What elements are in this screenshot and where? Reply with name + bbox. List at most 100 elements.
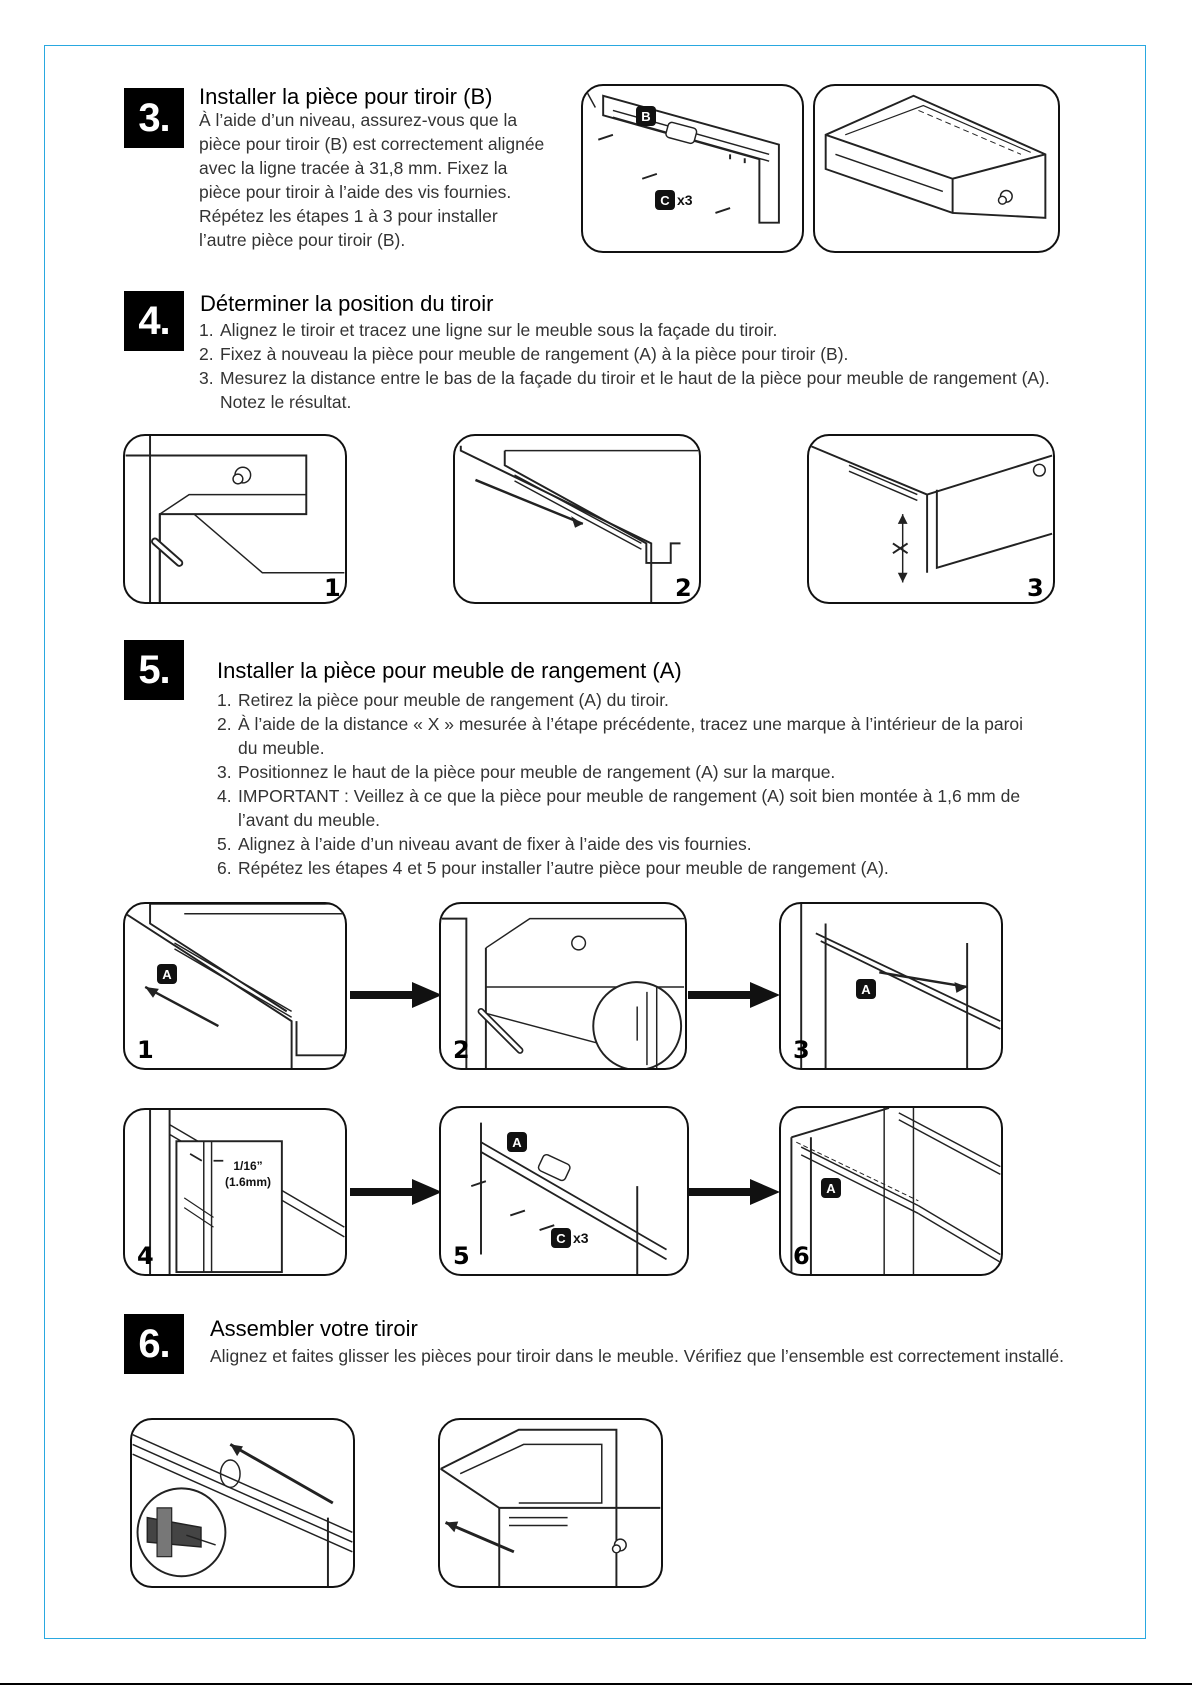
item-number: 2. [217, 714, 232, 734]
step-6-line: Alignez et faites glisser les pièces pou… [210, 1346, 1065, 1366]
step-4-panel-1: 1 [123, 434, 347, 604]
step-6-panel-1 [130, 1418, 355, 1588]
insert-drawer-drawing [440, 1428, 661, 1586]
part-c-tag: C [655, 190, 675, 210]
panel-number: 1 [324, 574, 341, 602]
step-3-number: 3. [138, 95, 170, 140]
step-3-line: pièce pour tiroir à l’aide des vis fourn… [199, 182, 512, 202]
item-text: Retirez la pièce pour meuble de rangemen… [238, 690, 669, 710]
page-frame [44, 45, 1146, 1639]
item-text: IMPORTANT : Veillez à ce que la pièce po… [238, 786, 1021, 806]
panel-number: 4 [137, 1242, 154, 1270]
drawer-slide-attach-drawing [459, 445, 699, 602]
step-5-item: 2. À l’aide de la distance « X » mesurée … [217, 712, 1023, 760]
item-text-continued: Notez le résultat. [220, 392, 352, 412]
panel-number: 2 [675, 574, 692, 602]
step-4-panel-3: 3 [807, 434, 1055, 604]
part-a-tag: A [507, 1132, 527, 1152]
step-5-panel-1: A 1 [123, 902, 347, 1070]
step-4-number: 4. [138, 298, 170, 343]
step-5-panel-2: 2 [439, 902, 687, 1070]
step-5-item: 6. Répétez les étapes 4 et 5 pour install… [217, 856, 1023, 880]
panel-number: 3 [793, 1036, 810, 1064]
step-6-number: 6. [138, 1321, 170, 1366]
item-text-continued: du meuble. [238, 738, 325, 758]
step-3-illustration-drawer [813, 84, 1060, 253]
step-4-list: 1. Alignez le tiroir et tracez une ligne … [199, 318, 1050, 414]
front-offset-drawing [149, 1110, 345, 1274]
step-4-badge: 4. [124, 291, 184, 351]
step-5-item: 1. Retirez la pièce pour meuble de rangem… [217, 688, 1023, 712]
step-4-item: 1. Alignez le tiroir et tracez une ligne … [199, 318, 1050, 342]
step-5-item: 5. Alignez à l’aide d’un niveau avant de … [217, 832, 1023, 856]
drawer-drawing [824, 94, 1047, 219]
bottom-rule [0, 1683, 1192, 1685]
panel-number: 5 [453, 1242, 470, 1270]
remove-slide-drawing [125, 904, 345, 1068]
screw-quantity: x3 [677, 192, 693, 208]
step-5-panel-4: 1/16” (1.6mm) 4 [123, 1108, 347, 1276]
item-number: 1. [199, 320, 214, 340]
part-a-tag: A [821, 1178, 841, 1198]
item-text: À l’aide de la distance « X » mesurée à … [238, 714, 1024, 734]
item-text: Alignez le tiroir et tracez une ligne su… [220, 320, 778, 340]
slide-engage-drawing [132, 1433, 353, 1586]
repeat-other-side-drawing [790, 1108, 1001, 1274]
step-3-line: À l’aide d’un niveau, assurez-vous que l… [199, 110, 518, 130]
item-number: 3. [217, 762, 232, 782]
step-3-badge: 3. [124, 88, 184, 148]
step-3-line: l’autre pièce pour tiroir (B). [199, 230, 406, 250]
part-a-tag: A [157, 964, 177, 984]
step-3-line: pièce pour tiroir (B) est correctement a… [199, 134, 545, 154]
panel-number: 2 [453, 1036, 470, 1064]
step-3-illustration-drawer-slide: B C x3 [581, 84, 804, 253]
part-b-tag: B [636, 106, 656, 126]
step-3-line: avec la ligne tracée à 31,8 mm. Fixez la [199, 158, 508, 178]
step-5-list: 1. Retirez la pièce pour meuble de rangem… [217, 688, 1023, 880]
step-5-number: 5. [138, 647, 170, 692]
item-number: 1. [217, 690, 232, 710]
step-6-badge: 6. [124, 1314, 184, 1374]
step-5-panel-5: A C x3 5 [439, 1106, 689, 1276]
item-text: Mesurez la distance entre le bas de la f… [220, 368, 1050, 388]
measure-distance-drawing [809, 444, 1053, 583]
item-number: 2. [199, 344, 214, 364]
item-text-continued: l’avant du meuble. [238, 810, 381, 830]
step-5-item: 3. Positionnez le haut de la pièce pour m… [217, 760, 1023, 784]
panel-number: 3 [1027, 574, 1044, 602]
step-5-panel-6: A 6 [779, 1106, 1003, 1276]
offset-mm: (1.6mm) [224, 1175, 271, 1189]
item-text: Répétez les étapes 4 et 5 pour installer… [238, 858, 889, 878]
next-arrow-icon [688, 982, 780, 1008]
drawer-slide-drawing [583, 86, 780, 224]
item-text: Positionnez le haut de la pièce pour meu… [238, 762, 836, 782]
item-text: Alignez à l’aide d’un niveau avant de fi… [238, 834, 752, 854]
step-4-panel-2: 2 [453, 434, 701, 604]
next-arrow-icon [350, 1179, 442, 1205]
step-6-text: Alignez et faites glisser les pièces pou… [210, 1344, 1064, 1368]
step-5-item: 4.IMPORTANT : Veillez à ce que la pièce … [217, 784, 1023, 832]
screw-slide-drawing [470, 1122, 667, 1274]
screw-quantity: x3 [573, 1230, 589, 1246]
item-number: 5. [217, 834, 232, 854]
item-text: Fixez à nouveau la pièce pour meuble de … [220, 344, 849, 364]
next-arrow-icon [350, 982, 442, 1008]
step-4-item: 3. Mesurez la distance entre le bas de la… [199, 366, 1050, 414]
item-number: 6. [217, 858, 232, 878]
step-3-text: À l’aide d’un niveau, assurez-vous que l… [199, 108, 544, 252]
panel-number: 6 [793, 1242, 810, 1270]
step-6-title: Assembler votre tiroir [210, 1316, 418, 1341]
step-6-panel-2 [438, 1418, 663, 1588]
item-number: 3. [199, 368, 214, 388]
position-slide-drawing [800, 904, 1001, 1068]
offset-fraction: 1/16” [233, 1159, 263, 1173]
cabinet-marking-drawing [125, 436, 345, 602]
step-3-title: Installer la pièce pour tiroir (B) [199, 84, 493, 109]
panel-number: 1 [137, 1036, 154, 1064]
step-5-title: Installer la pièce pour meuble de rangem… [217, 658, 682, 683]
mark-cabinet-drawing [441, 917, 685, 1068]
part-a-tag: A [856, 979, 876, 999]
step-3-line: Répétez les étapes 1 à 3 pour installer [199, 206, 498, 226]
next-arrow-icon [688, 1179, 780, 1205]
step-4-item: 2. Fixez à nouveau la pièce pour meuble d… [199, 342, 1050, 366]
